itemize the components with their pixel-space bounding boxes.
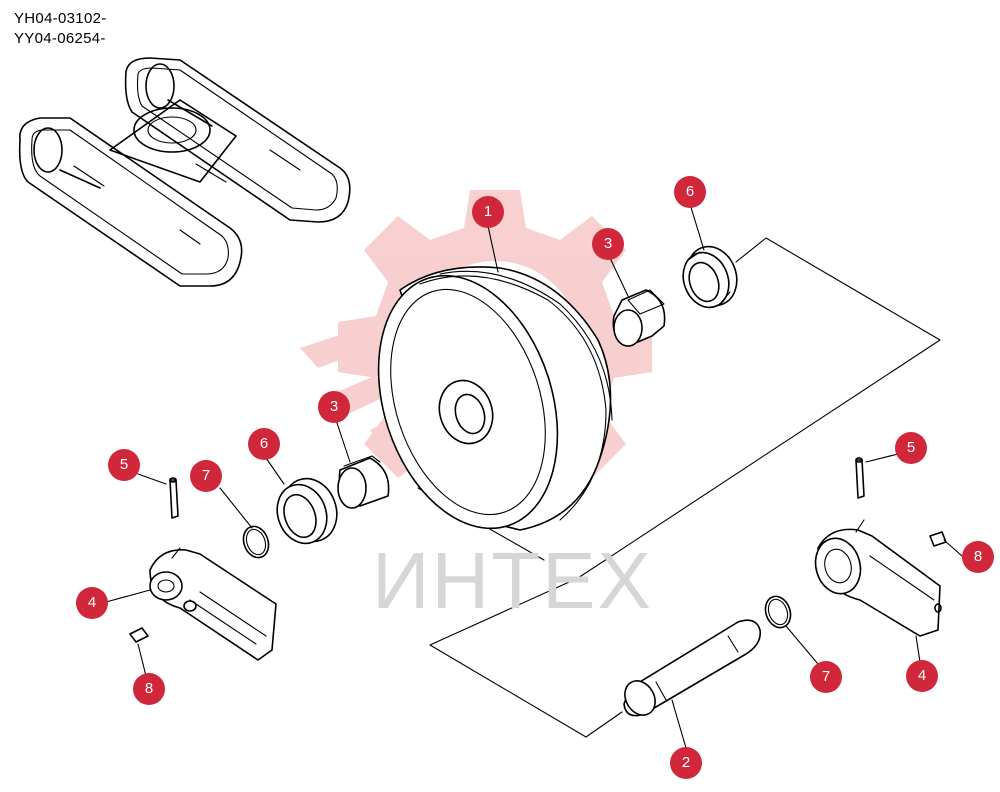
callout-7-left: 7 <box>190 460 222 492</box>
undercarriage-thumbnail <box>18 57 351 287</box>
watermark-text: ИНТЕХ <box>372 536 653 625</box>
o-ring-right-part <box>764 595 792 629</box>
shaft-part <box>623 619 762 717</box>
callout-5-left: 5 <box>108 449 140 481</box>
callout-8-right: 8 <box>962 541 994 573</box>
callout-7-right: 7 <box>810 661 842 693</box>
pin-right-part <box>855 457 865 499</box>
bushing-top-part <box>612 289 666 347</box>
o-ring-left-part <box>242 525 270 559</box>
callout-6-lower: 6 <box>248 428 280 460</box>
callout-3-top: 3 <box>592 228 624 260</box>
bracket-right-part <box>814 519 942 637</box>
callout-3-lower: 3 <box>318 391 350 423</box>
idler-wheel-part <box>377 266 613 531</box>
leader-lines <box>105 203 963 749</box>
set-screw-right-part <box>929 531 947 547</box>
set-screw-left-part <box>129 627 149 643</box>
callout-8-left: 8 <box>133 673 165 705</box>
seal-top-part <box>682 245 738 309</box>
part-code-1: YH04-03102- <box>14 10 107 27</box>
seal-lower-part <box>276 477 338 545</box>
callout-5-right: 5 <box>895 432 927 464</box>
part-code-2: YY04-06254- <box>14 30 106 47</box>
callout-4-right: 4 <box>906 660 938 692</box>
pin-left-part <box>169 477 179 519</box>
callout-4-left: 4 <box>76 587 108 619</box>
callout-6-top: 6 <box>674 176 706 208</box>
callout-2: 2 <box>670 747 702 779</box>
part-codes: YH04-03102- YY04-06254- <box>14 9 107 49</box>
bracket-left-part <box>149 547 277 661</box>
bushing-lower-part <box>337 455 390 509</box>
callout-1: 1 <box>472 196 504 228</box>
